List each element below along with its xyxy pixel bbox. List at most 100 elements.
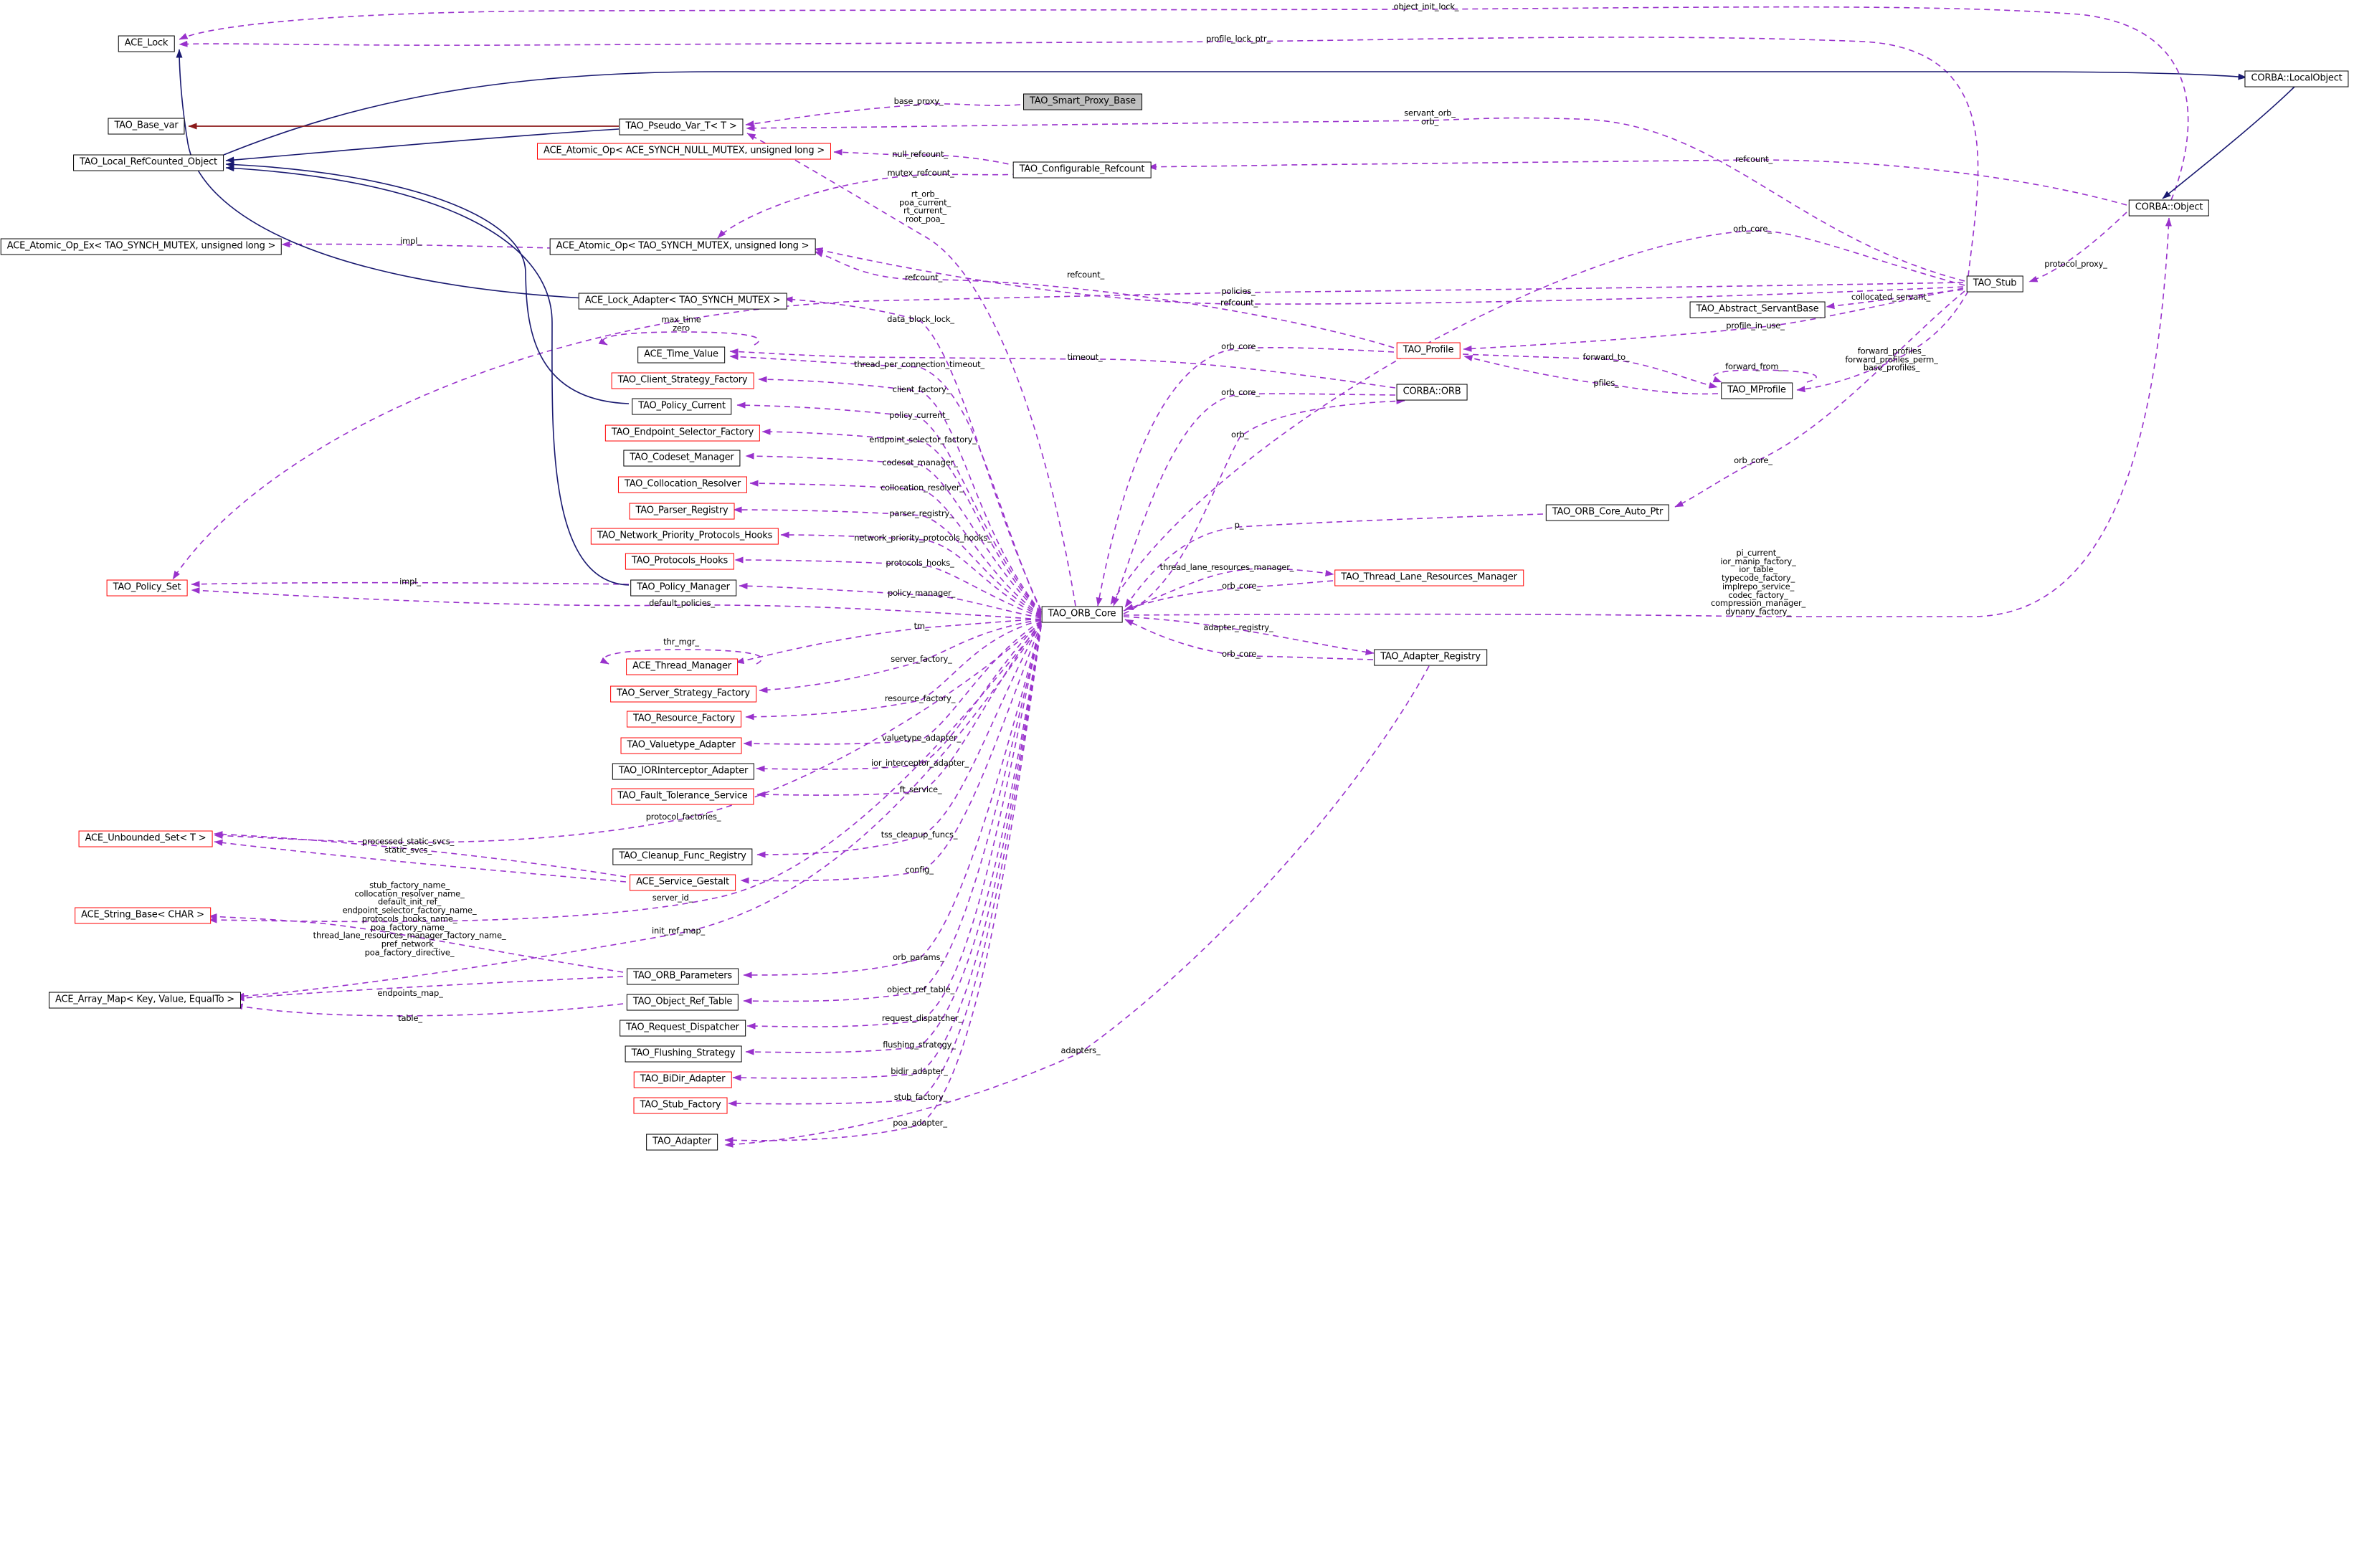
class-node-bda[interactable]: TAO_BiDir_Adapter (633, 1071, 732, 1088)
edge-23 (739, 582, 1042, 619)
class-node-stub[interactable]: TAO_Stub (1966, 275, 2023, 293)
edge-label-l_resource_factory: resource_factory_ (884, 693, 956, 704)
class-node-prof[interactable]: TAO_Profile (1396, 342, 1461, 359)
edge-18 (745, 452, 1042, 615)
class-node-core[interactable]: TAO_ORB_Core (1041, 606, 1123, 623)
edge-label-l_flushing: flushing_strategy_ (883, 1040, 956, 1050)
edge-64 (1674, 290, 1965, 508)
class-node-ace_lock[interactable]: ACE_Lock (118, 35, 175, 52)
class-node-crefc[interactable]: TAO_Configurable_Refcount (1012, 161, 1152, 179)
class-node-aoex[interactable]: ACE_Atomic_Op_Ex< TAO_SYNCH_MUTEX, unsig… (0, 238, 283, 255)
edge-label-l_object_ref_table: object_ref_table_ (886, 984, 955, 995)
edge-44 (234, 1003, 624, 1017)
class-node-tlrm[interactable]: TAO_Thread_Lane_Resources_Manager (1334, 569, 1524, 586)
edge-26 (281, 241, 554, 249)
class-node-ssf[interactable]: TAO_Server_Strategy_Factory (610, 685, 756, 703)
class-node-aonull[interactable]: ACE_Atomic_Op< ACE_SYNCH_NULL_MUTEX, uns… (536, 143, 832, 160)
class-node-areg[interactable]: TAO_Adapter_Registry (1374, 649, 1487, 666)
edge-2 (179, 6, 2189, 201)
edge-label-l_ft: ft_service_ (899, 784, 942, 795)
edge-label-l_rt_orb: rt_orb_ poa_current_ rt_current_ root_po… (899, 189, 951, 224)
class-node-pmgr[interactable]: TAO_Policy_Manager (630, 579, 736, 597)
edge-label-l_p: p_ (1234, 520, 1244, 531)
class-node-ort[interactable]: TAO_Object_Ref_Table (626, 994, 739, 1011)
class-node-lro[interactable]: TAO_Local_RefCounted_Object (73, 154, 224, 171)
class-node-thmgr[interactable]: ACE_Thread_Manager (626, 658, 738, 675)
class-node-npph[interactable]: TAO_Network_Priority_Protocols_Hooks (590, 528, 779, 545)
edge-label-l_default_policies: default_policies_ (649, 598, 715, 609)
edge-11 (814, 251, 1395, 348)
class-node-csf[interactable]: TAO_Client_Strategy_Factory (611, 372, 754, 389)
class-node-lobj[interactable]: CORBA::LocalObject (2244, 70, 2349, 87)
edge-72 (225, 161, 630, 404)
class-node-asb[interactable]: TAO_Abstract_ServantBase (1689, 301, 1826, 318)
class-node-uset[interactable]: ACE_Unbounded_Set< T > (78, 830, 213, 847)
edge-label-l_bidir: bidir_adapter_ (891, 1066, 948, 1077)
class-node-cres[interactable]: TAO_Collocation_Resolver (617, 476, 748, 493)
class-node-cdm[interactable]: TAO_Codeset_Manager (623, 450, 741, 467)
edge-71 (225, 128, 620, 163)
edge-15 (758, 376, 1042, 613)
class-node-amap[interactable]: ACE_Array_Map< Key, Value, EqualTo > (48, 992, 242, 1009)
class-node-rf[interactable]: TAO_Resource_Factory (627, 711, 741, 728)
edge-label-l_tlrm: thread_lane_resources_manager_ (1159, 562, 1294, 573)
edge-33 (214, 622, 1042, 843)
edge-label-l_ior_int: ior_interceptor_adapter_ (871, 758, 969, 769)
class-node-pset[interactable]: TAO_Policy_Set (106, 579, 188, 597)
class-node-iora[interactable]: TAO_IORInterceptor_Adapter (612, 763, 755, 780)
edge-17 (761, 428, 1042, 614)
edge-label-l_object_init_lock: object_init_lock_ (1393, 1, 1459, 12)
class-node-asg[interactable]: ACE_Service_Gestalt (630, 874, 736, 891)
edge-label-l_config: config_ (905, 865, 934, 875)
class-node-sbase[interactable]: ACE_String_Base< CHAR > (75, 907, 211, 924)
class-node-rd[interactable]: TAO_Request_Dispatcher (620, 1020, 746, 1037)
edge-label-l_policy_mgr: policy_manager_ (887, 588, 956, 599)
edge-51 (1123, 568, 1334, 612)
edge-label-l_orb_core_auto: orb_core_ (1734, 455, 1772, 466)
class-node-smart[interactable]: TAO_Smart_Proxy_Base (1023, 93, 1142, 110)
class-node-pcur[interactable]: TAO_Policy_Current (632, 398, 732, 415)
class-node-fts[interactable]: TAO_Fault_Tolerance_Service (611, 788, 754, 805)
edge-label-l_protocol_factories: protocol_factories_ (645, 812, 721, 822)
edge-42 (743, 624, 1042, 1004)
class-node-ph[interactable]: TAO_Protocols_Hooks (625, 553, 735, 570)
edge-8 (1110, 229, 1965, 605)
edge-label-l_forward_from: forward_from_ (1725, 361, 1783, 372)
class-node-orbp[interactable]: TAO_ORB_Parameters (627, 968, 739, 985)
class-node-obj[interactable]: CORBA::Object (2128, 199, 2210, 217)
class-node-stf[interactable]: TAO_Stub_Factory (633, 1097, 728, 1114)
edge-label-l_servant_orb: servant_orb_ orb_ (1404, 108, 1456, 126)
edge-74 (223, 71, 2247, 156)
edge-label-l_refcount_a: refcount_ (905, 272, 942, 283)
class-node-pvar[interactable]: TAO_Pseudo_Var_T< T > (619, 118, 744, 136)
edge-73 (225, 165, 630, 586)
class-node-vta[interactable]: TAO_Valuetype_Adapter (620, 737, 742, 754)
edge-34 (756, 622, 1042, 858)
class-node-adp[interactable]: TAO_Adapter (646, 1134, 718, 1151)
edge-52 (1124, 580, 1334, 610)
edge-label-l_table: table_ (398, 1013, 422, 1024)
class-node-auto[interactable]: TAO_ORB_Core_Auto_Ptr (1545, 504, 1670, 521)
class-node-aomx[interactable]: ACE_Atomic_Op< TAO_SYNCH_MUTEX, unsigned… (549, 238, 816, 255)
edge-67 (598, 331, 760, 346)
class-node-esf[interactable]: TAO_Endpoint_Selector_Factory (604, 424, 761, 442)
edge-45 (746, 624, 1042, 1030)
edge-label-l_orb_core_areg: orb_core_ (1222, 649, 1261, 660)
class-node-orb[interactable]: CORBA::ORB (1396, 384, 1468, 401)
class-node-ladap[interactable]: ACE_Lock_Adapter< TAO_SYNCH_MUTEX > (578, 293, 787, 310)
edge-16 (736, 401, 1042, 614)
class-node-mprof[interactable]: TAO_MProfile (1721, 382, 1793, 399)
class-node-preg[interactable]: TAO_Parser_Registry (629, 503, 735, 520)
edge-label-l_server_factory: server_factory_ (891, 654, 952, 665)
edge-label-l_names: stub_factory_name_ collocation_resolver_… (313, 880, 506, 958)
edge-20 (733, 506, 1042, 617)
class-node-cfr[interactable]: TAO_Cleanup_Func_Registry (612, 848, 753, 865)
edge-48 (728, 625, 1042, 1107)
edge-label-l_mutex_refcount: mutex_refcount_ (887, 168, 954, 179)
edge-63 (1796, 290, 1969, 393)
edge-47 (732, 624, 1042, 1081)
class-node-fs[interactable]: TAO_Flushing_Strategy (625, 1045, 742, 1063)
edge-label-l_orb_core_prof: orb_core_ (1221, 341, 1260, 352)
class-node-tval[interactable]: ACE_Time_Value (637, 346, 725, 364)
class-node-base_var[interactable]: TAO_Base_var (108, 118, 185, 135)
